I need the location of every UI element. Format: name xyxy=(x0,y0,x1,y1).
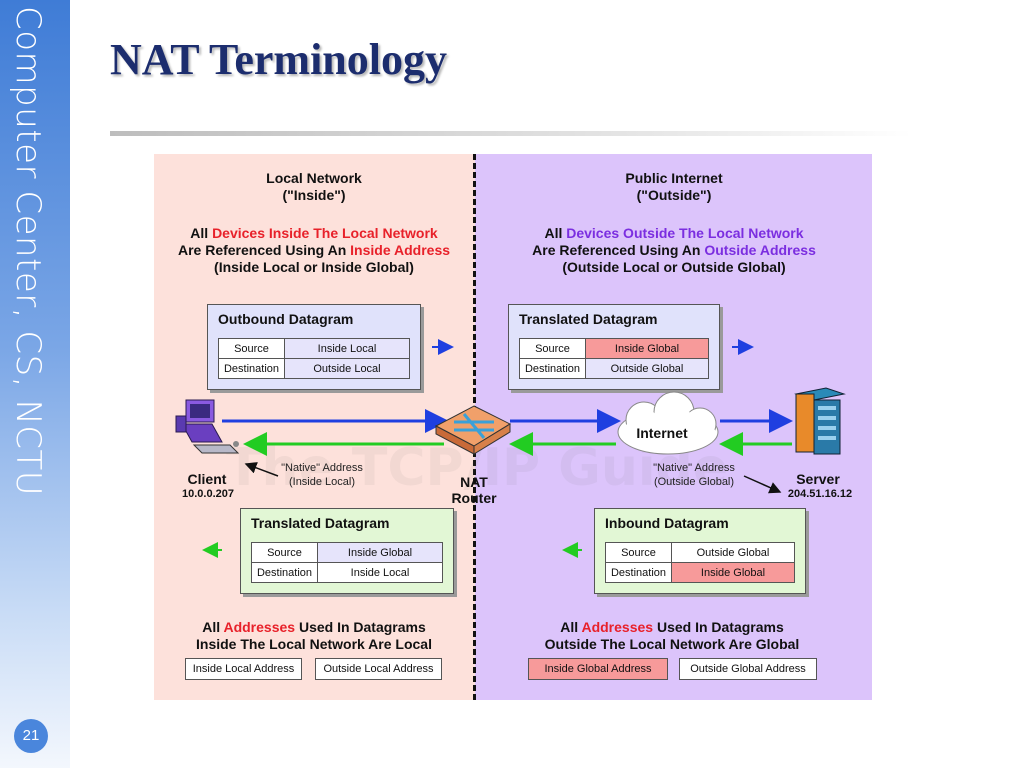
table-cell: Destination xyxy=(605,562,672,583)
table-cell: Source xyxy=(251,542,318,563)
router-icon xyxy=(434,405,512,455)
server-ip: 204.51.16.12 xyxy=(787,488,853,500)
client-computer-icon xyxy=(175,399,240,454)
diagram-graphics xyxy=(175,339,846,558)
sidebar-bar: Computer Center, CS, NCTU 21 xyxy=(0,0,70,768)
table-cell: Destination xyxy=(218,358,285,379)
internet-cloud-icon xyxy=(617,391,719,455)
table-cell: Inside Global xyxy=(671,562,795,583)
server-icon xyxy=(794,387,846,455)
title-divider xyxy=(110,131,912,136)
local-footer-text: All Addresses Used In Datagrams Inside T… xyxy=(196,619,432,652)
client-native-address: "Native" Address (Inside Local) xyxy=(281,462,363,488)
internet-label: Internet xyxy=(636,425,688,441)
public-description: All Devices Outside The Local Network Ar… xyxy=(532,225,816,275)
table-cell: Inside Global xyxy=(317,542,443,563)
inbound-datagram-title: Inbound Datagram xyxy=(605,515,729,531)
inside-local-address-chip: Inside Local Address xyxy=(185,658,302,680)
outside-local-address-chip: Outside Local Address xyxy=(315,658,442,680)
client-native-pointer xyxy=(244,462,279,477)
table-cell: Inside Global xyxy=(585,338,709,359)
local-description: All Devices Inside The Local Network Are… xyxy=(177,225,451,275)
table-cell: Destination xyxy=(519,358,586,379)
table-cell: Outside Local xyxy=(284,358,410,379)
server-native-address: "Native" Address (Outside Global) xyxy=(653,462,735,488)
table-cell: Inside Local xyxy=(317,562,443,583)
nat-diagram: The TCP/IP Guide Local Network ("Inside"… xyxy=(154,154,872,700)
table-cell: Destination xyxy=(251,562,318,583)
page-number-badge: 21 xyxy=(14,719,48,753)
server-label: Server xyxy=(796,471,840,487)
nat-router-label: NAT Router xyxy=(451,474,497,506)
client-label: Client xyxy=(187,471,227,487)
translated-datagram-in-title: Translated Datagram xyxy=(251,515,390,531)
table-cell: Outside Global xyxy=(671,542,795,563)
client-ip: 10.0.0.207 xyxy=(182,488,234,500)
local-heading: Local Network ("Inside") xyxy=(266,170,362,203)
inside-global-address-chip: Inside Global Address xyxy=(528,658,668,680)
outside-global-address-chip: Outside Global Address xyxy=(679,658,817,680)
public-heading: Public Internet ("Outside") xyxy=(625,170,723,203)
page-title: NAT Terminology xyxy=(110,35,447,84)
outbound-datagram-title: Outbound Datagram xyxy=(218,311,354,327)
public-footer-text: All Addresses Used In Datagrams Outside … xyxy=(544,619,800,652)
table-cell: Outside Global xyxy=(585,358,709,379)
table-cell: Source xyxy=(605,542,672,563)
server-native-pointer xyxy=(743,475,782,494)
table-cell: Inside Local xyxy=(284,338,410,359)
translated-datagram-out-title: Translated Datagram xyxy=(519,311,658,327)
sidebar-title: Computer Center, CS, NCTU xyxy=(8,6,48,497)
